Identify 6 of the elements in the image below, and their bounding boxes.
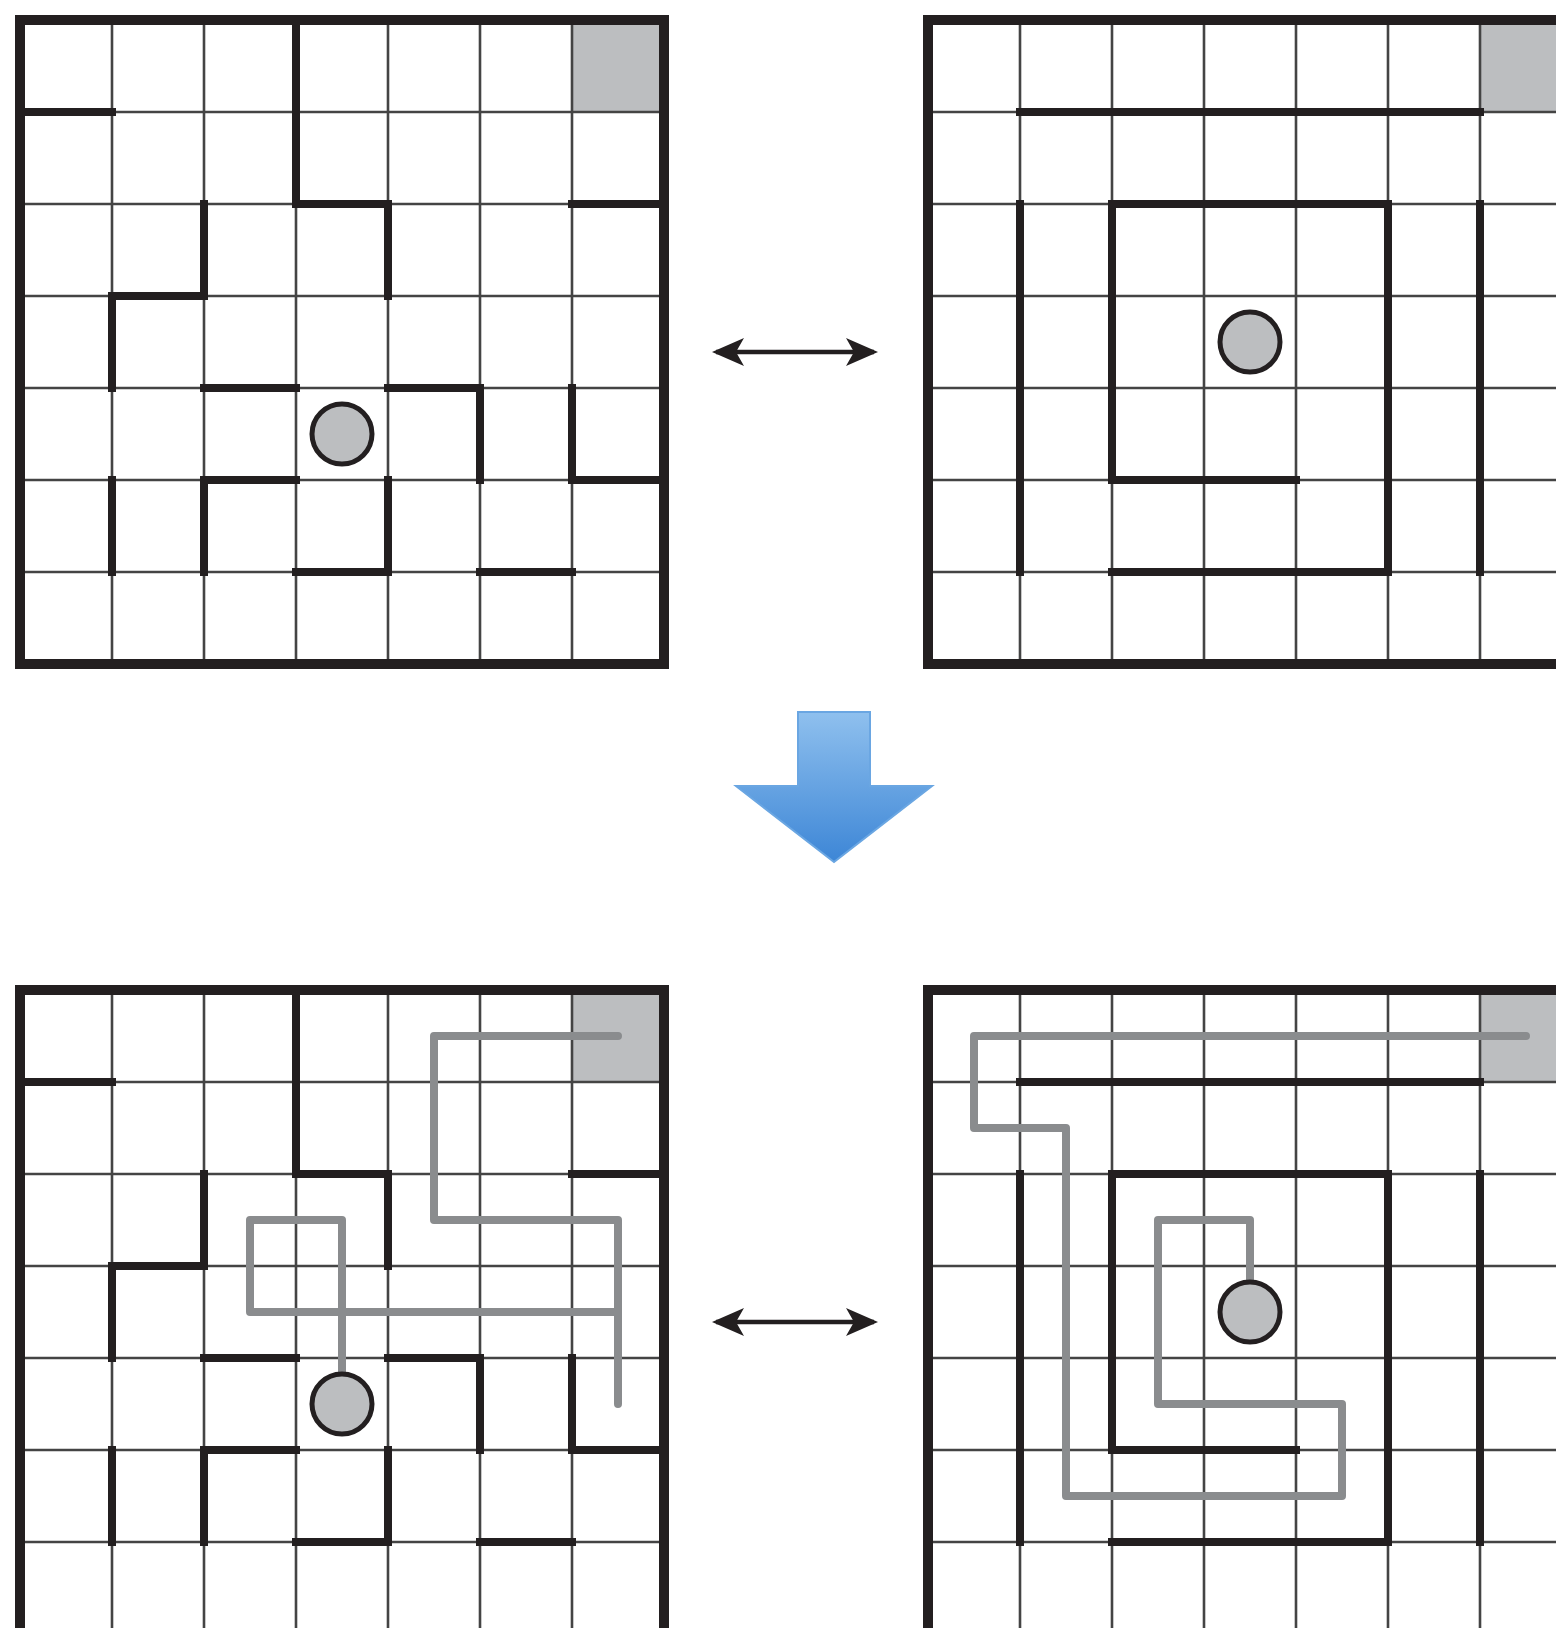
double-arrow xyxy=(712,338,878,366)
maze-drawing xyxy=(922,14,1556,670)
maze-drawing xyxy=(14,14,670,670)
maze-drawing xyxy=(922,984,1556,1628)
double-arrow xyxy=(712,1308,878,1336)
maze-drawing xyxy=(14,984,670,1628)
